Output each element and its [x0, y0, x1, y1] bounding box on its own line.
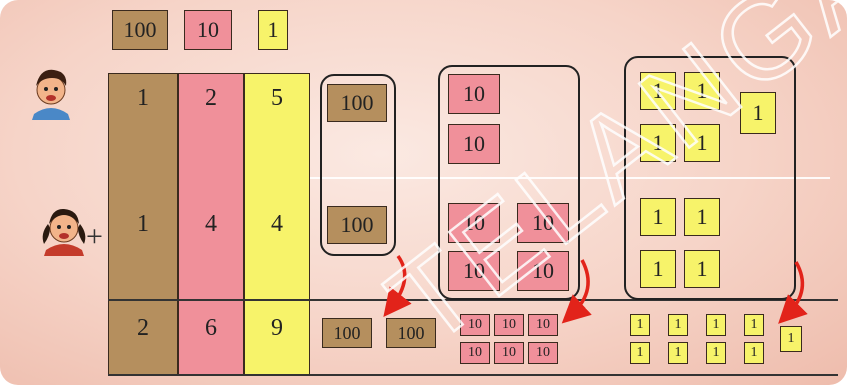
result-one-block: 1 — [706, 314, 726, 336]
one-block: 1 — [684, 250, 720, 288]
one-block: 1 — [640, 198, 676, 236]
arrow-ones-icon — [778, 261, 808, 324]
result-ten-block: 10 — [494, 314, 524, 336]
result-ten-block: 10 — [460, 342, 490, 364]
result-one-block: 1 — [706, 342, 726, 364]
sum-ones: 9 — [271, 314, 283, 341]
result-ten-block: 10 — [460, 314, 490, 336]
result-one-block: 1 — [780, 326, 802, 352]
legend-hundred-block: 100 — [112, 10, 168, 50]
one-block: 1 — [640, 250, 676, 288]
ten-block: 10 — [448, 74, 500, 114]
legend-one-block: 1 — [258, 10, 288, 50]
result-hundred-block: 100 — [322, 318, 372, 348]
row1-hundreds: 1 — [137, 84, 149, 111]
sum-hundreds: 2 — [137, 314, 149, 341]
girl-face-icon — [42, 208, 86, 256]
result-one-block: 1 — [668, 342, 688, 364]
result-ten-block: 10 — [528, 342, 558, 364]
row2-hundreds: 1 — [137, 210, 149, 237]
ones-column — [244, 73, 310, 375]
result-one-block: 1 — [630, 342, 650, 364]
ten-block: 10 — [517, 203, 569, 243]
hundreds-group — [320, 74, 396, 256]
plus-sign: + — [86, 220, 103, 253]
ten-block: 10 — [517, 251, 569, 291]
hundred-block: 100 — [327, 206, 387, 244]
row2-ones: 4 — [271, 210, 283, 237]
result-one-block: 1 — [744, 342, 764, 364]
result-hundred-block: 100 — [386, 318, 436, 348]
row-separator-line — [310, 177, 830, 179]
result-ten-block: 10 — [528, 314, 558, 336]
legend-ten-block: 10 — [184, 10, 232, 50]
boy-face-icon — [32, 69, 70, 120]
hundreds-column — [108, 73, 178, 375]
result-one-block: 1 — [744, 314, 764, 336]
one-block: 1 — [684, 124, 720, 162]
ten-block: 10 — [448, 124, 500, 164]
result-one-block: 1 — [668, 314, 688, 336]
one-block: 1 — [740, 92, 776, 134]
one-block: 1 — [640, 72, 676, 110]
one-block: 1 — [640, 124, 676, 162]
result-one-block: 1 — [630, 314, 650, 336]
arrow-hundreds-icon — [383, 254, 412, 318]
ones-group — [624, 56, 796, 300]
hundred-block: 100 — [327, 84, 387, 122]
one-block: 1 — [684, 198, 720, 236]
tens-column — [178, 73, 244, 375]
arrow-tens-icon — [561, 259, 592, 324]
tens-group — [438, 65, 580, 300]
row1-ones: 5 — [271, 84, 283, 111]
row2-tens: 4 — [205, 210, 217, 237]
row1-tens: 2 — [205, 84, 217, 111]
ten-block: 10 — [448, 251, 500, 291]
result-ten-block: 10 — [494, 342, 524, 364]
bottom-line — [108, 374, 838, 376]
one-block: 1 — [684, 72, 720, 110]
sum-tens: 6 — [205, 314, 217, 341]
ten-block: 10 — [448, 203, 500, 243]
